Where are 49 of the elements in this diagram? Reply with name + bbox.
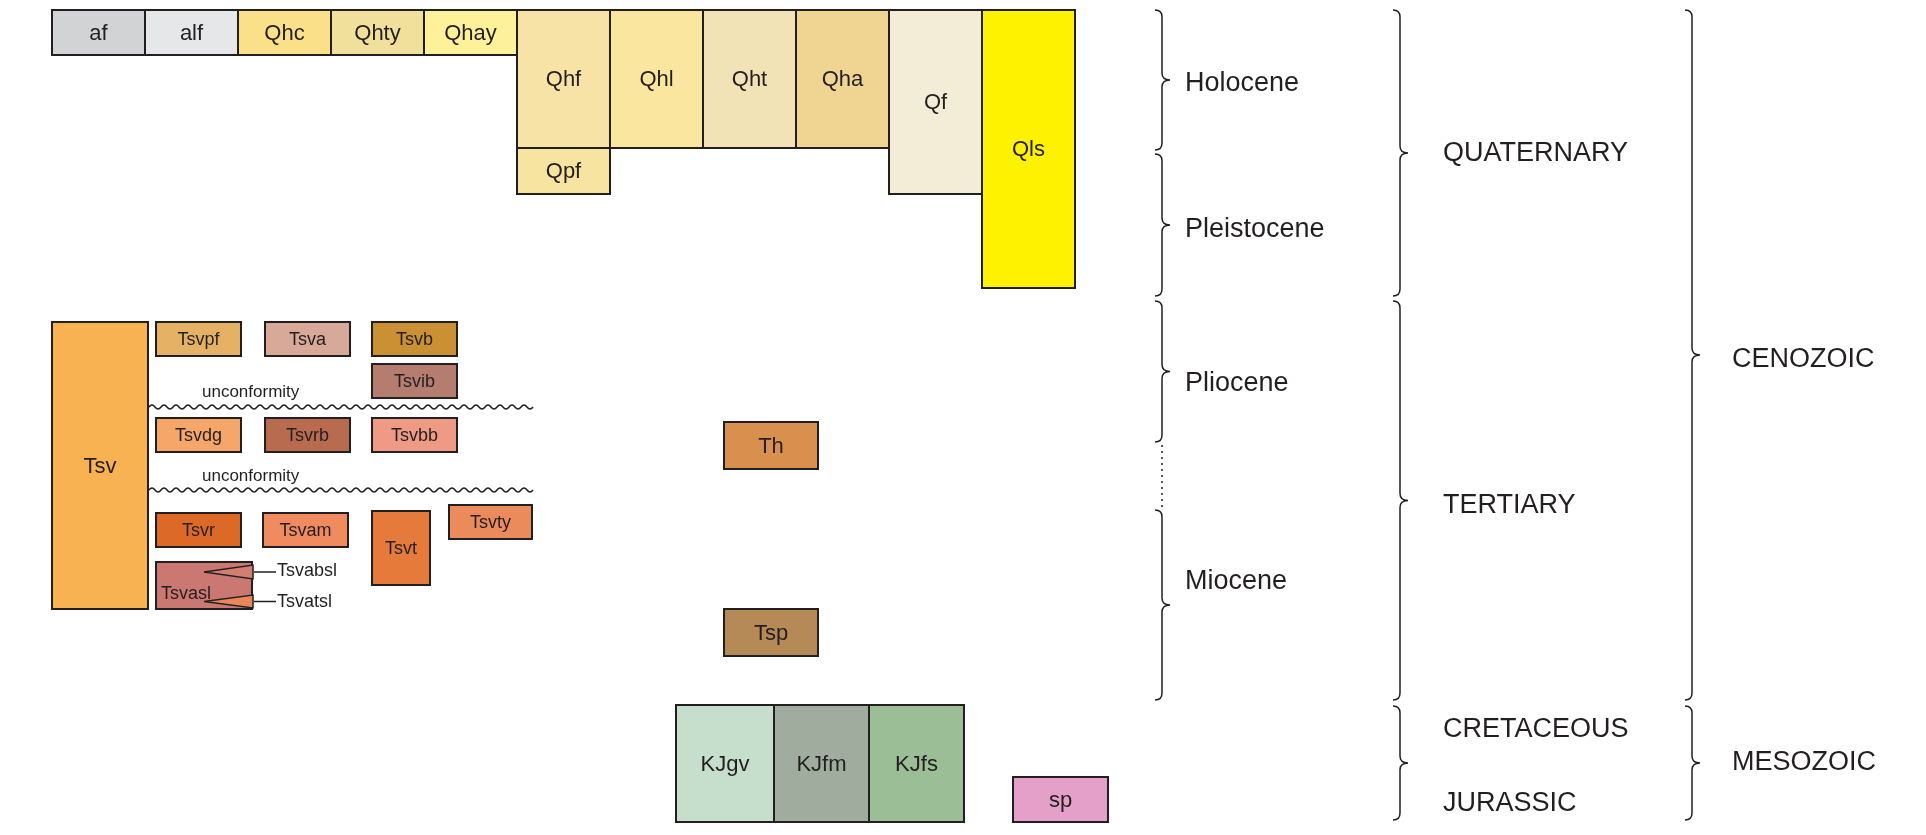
unit-box: Qhc <box>237 9 332 56</box>
unit-box: KJfs <box>868 704 965 823</box>
unit-box: Tsvib <box>371 363 458 399</box>
epoch-label: Holocene <box>1185 68 1300 96</box>
unit-box: sp <box>1012 776 1109 823</box>
unit-box: Th <box>723 421 819 470</box>
unit-box: Tsvty <box>448 504 533 540</box>
unit-box: Tsvam <box>262 512 349 548</box>
unit-box: Tsva <box>264 321 351 357</box>
unit-label: Tsvabsl <box>277 561 338 579</box>
unit-box: KJfm <box>773 704 870 823</box>
unit-box: Qhl <box>609 9 704 149</box>
unit-box: KJgv <box>675 704 775 823</box>
unit-box: Tsvdg <box>155 417 242 453</box>
unit-box <box>155 561 253 610</box>
period-label: QUATERNARY <box>1443 138 1629 166</box>
unit-box: Qpf <box>516 147 611 195</box>
epoch-label: Pleistocene <box>1185 214 1325 242</box>
unit-box: Tsvrb <box>264 417 351 453</box>
unit-label: Tsvatsl <box>277 592 332 610</box>
unit-box: Qf <box>888 9 983 195</box>
era-label: MESOZOIC <box>1732 747 1876 775</box>
period-label: CRETACEOUS <box>1443 714 1629 742</box>
unit-box: Qhf <box>516 9 611 149</box>
leader-line <box>253 600 277 603</box>
era-label: CENOZOIC <box>1732 344 1875 372</box>
unit-box: alf <box>144 9 239 56</box>
unit-box: Qht <box>702 9 797 149</box>
unit-label: Tsvasl <box>161 584 211 602</box>
unit-box: Tsvt <box>371 510 431 586</box>
unit-box: Tsv <box>51 321 149 610</box>
unit-box: Qha <box>795 9 890 149</box>
unit-box: Qhty <box>330 9 425 56</box>
unit-box: Tsp <box>723 608 819 657</box>
unit-box: Qls <box>981 9 1076 289</box>
unit-box: Tsvbb <box>371 417 458 453</box>
leader-line <box>253 571 277 573</box>
wedge-shape <box>203 564 254 580</box>
period-label: JURASSIC <box>1443 788 1577 816</box>
epoch-label: Miocene <box>1185 566 1288 594</box>
period-label: TERTIARY <box>1443 490 1576 518</box>
unit-box: Qhay <box>423 9 518 56</box>
unit-box: Tsvpf <box>155 321 242 357</box>
boundary-label: unconformity <box>202 466 300 484</box>
unit-box: Tsvr <box>155 512 242 548</box>
epoch-label: Pliocene <box>1185 368 1289 396</box>
boundary-label: unconformity <box>202 382 300 400</box>
unit-box: Tsvb <box>371 321 458 357</box>
unit-box: af <box>51 9 146 56</box>
